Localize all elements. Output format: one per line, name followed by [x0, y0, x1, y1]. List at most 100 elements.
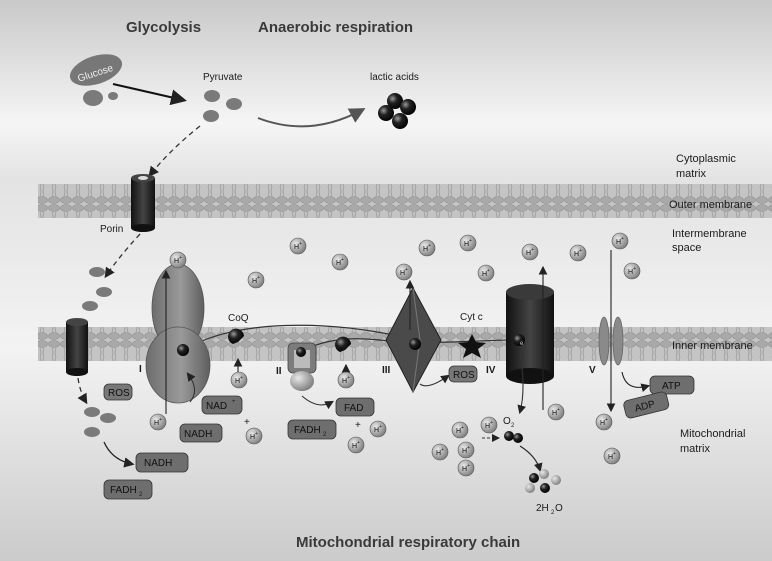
proton-charge: + — [179, 255, 182, 261]
water-subscript: 2 — [551, 510, 555, 516]
proton-ion: H+ — [169, 251, 187, 269]
water-o-label: O — [555, 503, 563, 514]
anaerobic-arrow — [257, 108, 366, 128]
region-intermembrane-line2: space — [672, 242, 701, 254]
proton-charge: + — [341, 257, 344, 263]
proton-ion: H+ — [480, 416, 498, 434]
proton-label: H — [482, 271, 487, 278]
pyruvate-matrix — [100, 413, 116, 423]
porin-channel — [131, 174, 155, 232]
pyruvate-carrier — [66, 318, 88, 376]
complex-i-label: I — [139, 364, 142, 375]
proton-ion: H+ — [623, 262, 641, 280]
proton-ion: H+ — [547, 403, 565, 421]
lactic-acids-label: lactic acids — [370, 72, 419, 83]
proton-label: H — [154, 420, 159, 427]
proton-charge: + — [159, 417, 162, 423]
complex-iv-o2-arrow — [517, 351, 526, 415]
proton-charge: + — [405, 267, 408, 273]
proton-ion: H+ — [337, 371, 355, 389]
water-molecules — [525, 469, 561, 493]
glycolysis-arrow — [112, 83, 187, 106]
lactic-acid-molecules — [378, 93, 416, 129]
complex-v-atp-arrow — [621, 371, 651, 392]
proton-charge: + — [613, 451, 616, 457]
ros-box-i: ROS — [103, 383, 133, 401]
complex-iv — [506, 284, 554, 384]
glycolysis-title: Glycolysis — [126, 19, 201, 36]
proton-ion: H+ — [603, 447, 621, 465]
proton-ion: H+ — [431, 443, 449, 461]
plus-sign-1: + — [244, 417, 250, 428]
proton-charge: + — [557, 407, 560, 413]
glucose-molecule: Glucose — [69, 54, 123, 86]
complex-v — [598, 316, 624, 366]
proton-ion: H+ — [569, 244, 587, 262]
proton-ion: H+ — [245, 427, 263, 445]
proton-charge: + — [379, 424, 382, 430]
proton-charge: + — [357, 440, 360, 446]
proton-ion: H+ — [521, 243, 539, 261]
o2-molecule — [504, 431, 514, 441]
coq-shape-2 — [335, 336, 351, 352]
outer-membrane — [38, 184, 772, 218]
plus-sign-2: + — [355, 420, 361, 431]
proton-label: H — [423, 246, 428, 253]
proton-charge: + — [257, 275, 260, 281]
proton-label: H — [600, 420, 605, 427]
proton-label: H — [235, 378, 240, 385]
pyruvate-label: Pyruvate — [203, 72, 243, 83]
proton-label: H — [456, 428, 461, 435]
fadh2-subscript: 2 — [139, 492, 143, 498]
bottom-title: Mitochondrial respiratory chain — [296, 534, 520, 551]
fadh2-box-matrix: FADH 2 — [103, 479, 153, 500]
proton-charge: + — [441, 447, 444, 453]
proton-label: H — [462, 448, 467, 455]
complex-i-nadh-arrow — [186, 372, 196, 403]
water-label: 2H — [536, 503, 549, 514]
proton-charge: + — [490, 420, 493, 426]
proton-label: H — [294, 244, 299, 251]
nad-plus-superscript: + — [232, 399, 236, 405]
adp-label: ADP — [634, 399, 657, 415]
proton-label: H — [616, 239, 621, 246]
proton-label: H — [462, 466, 467, 473]
proton-label: H — [252, 278, 257, 285]
coq-label: CoQ — [228, 313, 249, 324]
region-cytoplasmic-line1: Cytoplasmic — [676, 153, 736, 165]
pyruvate-matrix — [84, 407, 100, 417]
atp-box: ATP — [649, 375, 695, 395]
proton-charge: + — [487, 268, 490, 274]
proton-label: H — [436, 450, 441, 457]
anaerobic-title: Anaerobic respiration — [258, 19, 413, 36]
proton-ions: H+H+H+H+H+H+H+H+H+H+H+H+H+H+H+H+H+H+H+H+… — [149, 232, 641, 477]
proton-charge: + — [428, 243, 431, 249]
krebs-arrow — [103, 441, 135, 468]
region-outer-membrane: Outer membrane — [669, 199, 752, 211]
region-cytoplasmic-line2: matrix — [676, 168, 706, 180]
proton-charge: + — [633, 266, 636, 272]
nadh-label-i: NADH — [184, 429, 212, 440]
pyruvate-transport-arrow — [148, 125, 201, 178]
proton-label: H — [552, 410, 557, 417]
nadh-label-matrix: NADH — [144, 458, 172, 469]
porin-to-inner-arrow — [104, 233, 141, 279]
complex-v-label: V — [589, 365, 596, 376]
proton-charge: + — [240, 375, 243, 381]
nad-plus-box: NAD + — [201, 395, 243, 415]
porin-label: Porin — [100, 224, 123, 235]
pyruvate-matrix — [84, 427, 100, 437]
electron-label: e — [520, 341, 524, 347]
region-matrix-line2: matrix — [680, 443, 710, 455]
proton-label: H — [336, 260, 341, 267]
proton-ion: H+ — [457, 441, 475, 459]
complex-iii-ros-arrow — [419, 374, 450, 387]
proton-ion: H+ — [418, 239, 436, 257]
proton-label: H — [464, 241, 469, 248]
pyruvate-molecule — [203, 110, 219, 122]
nad-plus-label: NAD — [206, 401, 227, 412]
proton-ion: H+ — [459, 234, 477, 252]
glucose-fragment — [108, 92, 118, 100]
proton-charge: + — [621, 236, 624, 242]
